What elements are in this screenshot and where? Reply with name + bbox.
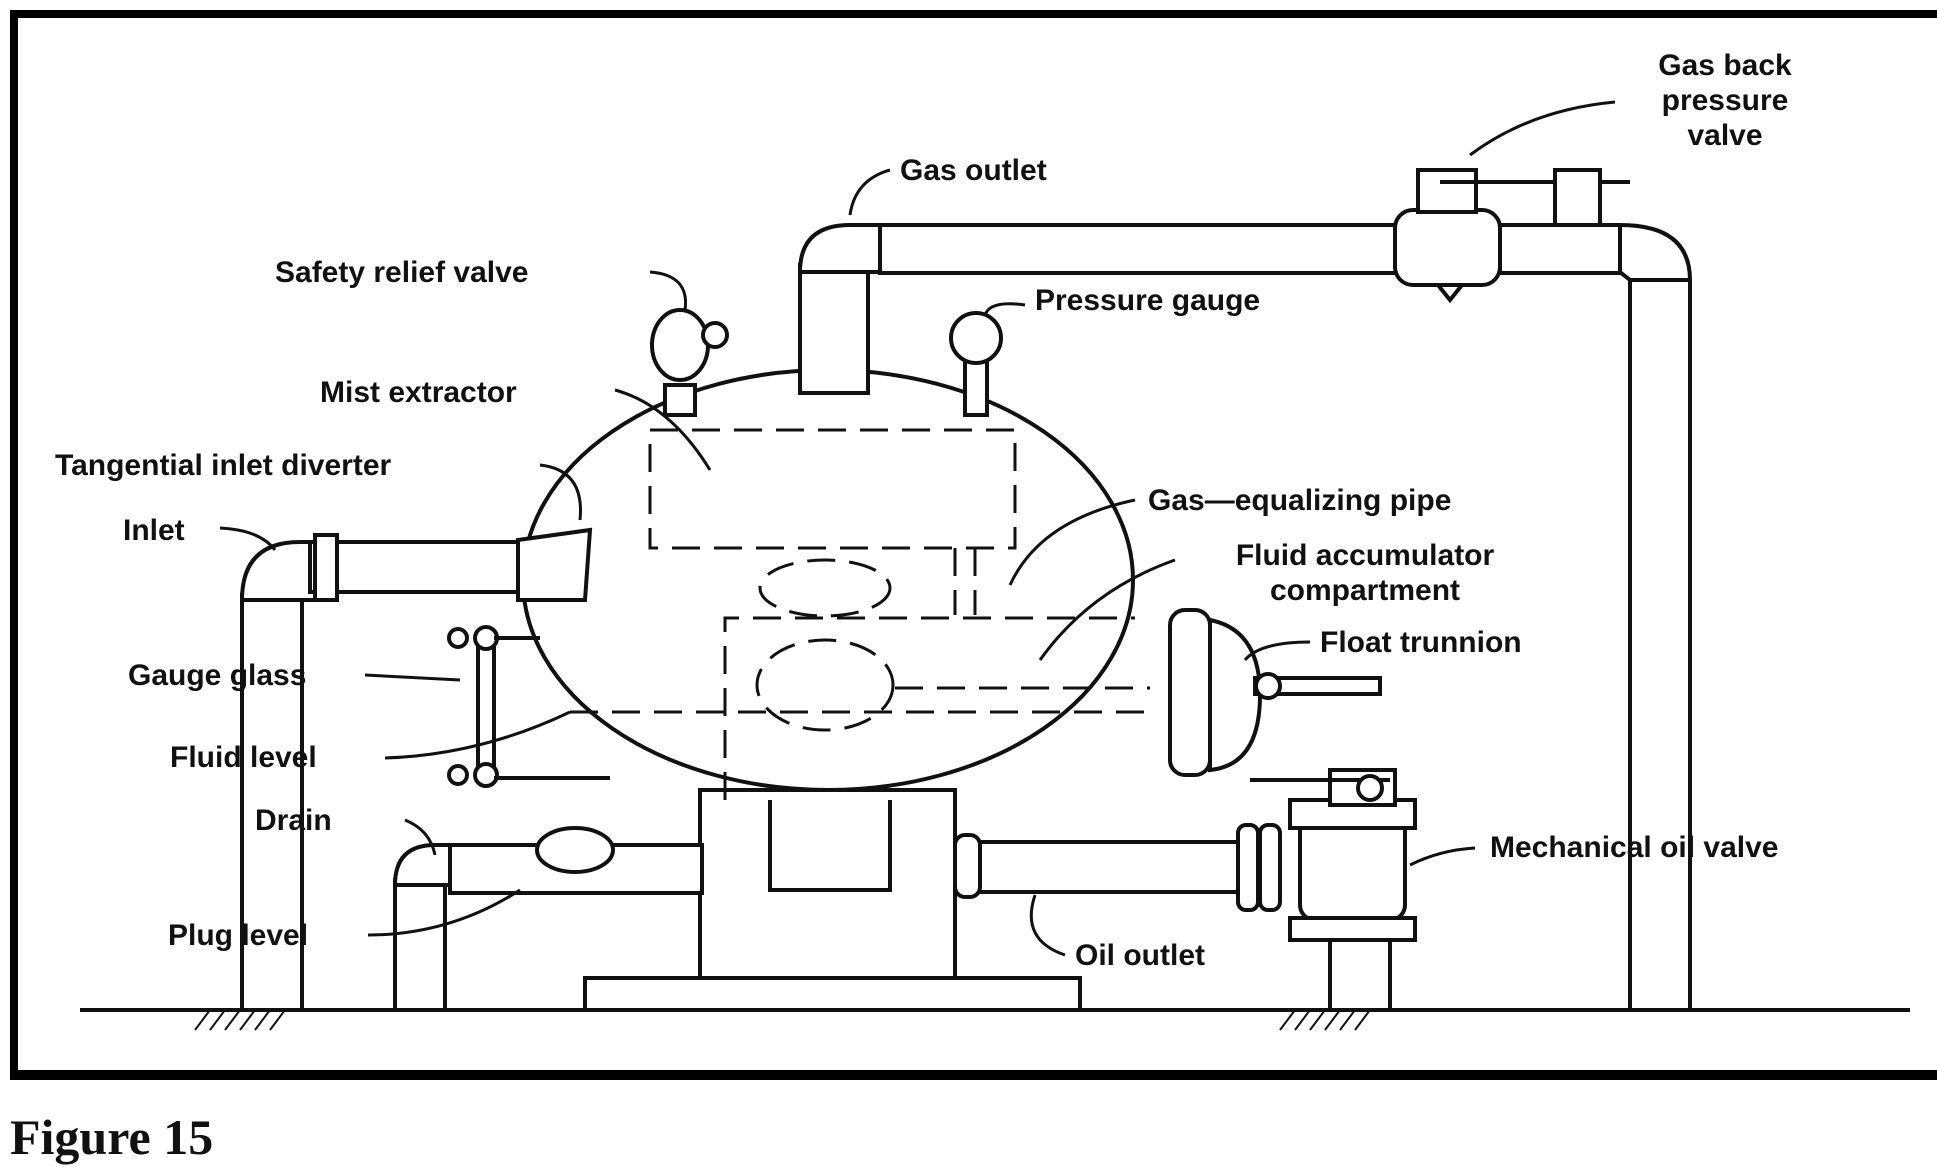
label-fluid-level: Fluid level [170, 741, 317, 774]
label-gas-equalizing-pipe: Gas—equalizing pipe [1148, 484, 1451, 517]
fluid-accumulator-outline [723, 616, 1135, 800]
plug-valve [535, 826, 615, 874]
ground-hatch-left [194, 1009, 286, 1031]
tangential-inlet-diverter [516, 527, 593, 602]
label-inlet: Inlet [123, 514, 185, 547]
gas-outlet-downcomer [1628, 278, 1692, 1012]
label-pressure-gauge: Pressure gauge [1035, 284, 1260, 317]
figure-caption: Figure 15 [10, 1109, 214, 1165]
label-fluid-accumulator-2: compartment [1270, 574, 1460, 607]
label-oil-outlet: Oil outlet [1075, 939, 1205, 972]
label-drain: Drain [255, 804, 332, 837]
base-skid [583, 976, 1082, 1012]
mechanical-oil-valve-stand [1328, 938, 1392, 1012]
safety-relief-valve-stem [663, 383, 697, 417]
label-fluid-accumulator-1: Fluid accumulator [1236, 539, 1495, 572]
float-upper [758, 558, 892, 618]
drain-elbow [392, 843, 452, 887]
label-gauge-glass: Gauge glass [128, 659, 306, 692]
label-mist-extractor: Mist extractor [320, 376, 517, 409]
gas-outlet-elbow-right [1618, 222, 1693, 282]
label-gas-back-pressure-valve-2: pressure [1662, 84, 1789, 117]
safety-relief-valve [650, 308, 710, 382]
oil-outlet-pipe [953, 840, 1242, 894]
gas-back-pressure-valve-body [1393, 208, 1502, 287]
label-float-trunnion: Float trunnion [1320, 626, 1522, 659]
gauge-glass [476, 640, 496, 774]
drain-riser [393, 878, 447, 1012]
mist-extractor-box [648, 428, 1017, 550]
float-body [755, 638, 895, 732]
figure-border [10, 10, 1937, 1080]
float-trunnion-flange [1168, 608, 1212, 777]
gas-outlet-elbow [797, 223, 882, 274]
gas-outlet-pipe [878, 223, 1402, 275]
label-gas-back-pressure-valve-3: valve [1687, 119, 1762, 152]
separator-diagram: Gas back pressure valve Gas outlet Safet… [10, 10, 1937, 1080]
gas-outlet-riser [798, 263, 870, 395]
label-tangential-inlet-diverter: Tangential inlet diverter [55, 449, 392, 482]
inlet-elbow [239, 540, 322, 602]
gas-outlet-pipe-right [1498, 223, 1622, 275]
pressure-gauge-dial [949, 311, 1003, 365]
inlet-pipe [308, 540, 527, 594]
ground-hatch-right [1279, 1009, 1371, 1031]
label-plug-level: Plug level [168, 919, 308, 952]
label-safety-relief-valve: Safety relief valve [275, 256, 529, 289]
sump [768, 800, 892, 892]
separator-vessel [521, 368, 1135, 792]
label-mechanical-oil-valve: Mechanical oil valve [1490, 831, 1778, 864]
float-trunnion-body [1208, 617, 1263, 773]
label-gas-outlet: Gas outlet [900, 154, 1047, 187]
label-gas-back-pressure-valve-1: Gas back [1658, 49, 1792, 82]
